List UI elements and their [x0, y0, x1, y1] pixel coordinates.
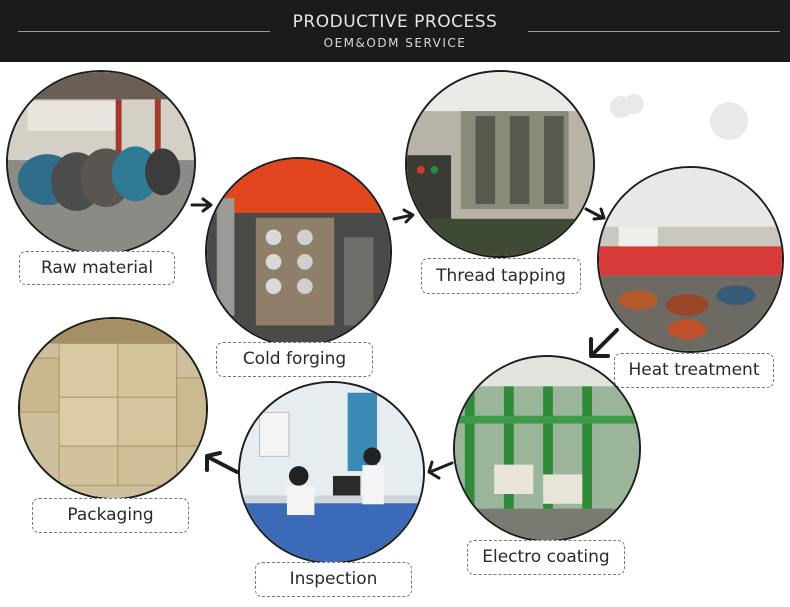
step-label-heat-treatment: Heat treatment: [614, 353, 774, 388]
arrow-left-icon: [427, 460, 454, 480]
step-label-inspection: Inspection: [255, 562, 412, 597]
step-label-cold-forging: Cold forging: [216, 342, 373, 377]
arrow-right-icon: [392, 208, 415, 224]
header-rule-left: [18, 31, 270, 32]
arrow-down-left-icon: [589, 328, 619, 358]
photo-heat-treatment: [597, 166, 784, 353]
photo-electro-coating: [453, 355, 641, 542]
step-label-thread-tapping: Thread tapping: [421, 258, 581, 294]
photo-cold-forging: [205, 157, 392, 347]
photo-thread-tapping: [405, 70, 595, 258]
header-rule-right: [528, 31, 780, 32]
page-title: PRODUCTIVE PROCESS: [292, 12, 498, 32]
decor-dot: [624, 94, 644, 114]
step-label-raw-material: Raw material: [19, 251, 175, 285]
photo-packaging: [18, 317, 208, 500]
photo-raw-material: [6, 70, 196, 255]
page-subtitle: OEM&ODM SERVICE: [323, 36, 467, 50]
photo-inspection: [238, 381, 425, 564]
arrow-left-icon: [205, 451, 239, 474]
arrow-right-icon: [190, 197, 213, 213]
arrow-right-icon: [584, 207, 606, 221]
step-label-packaging: Packaging: [32, 498, 189, 533]
step-label-electro-coating: Electro coating: [467, 540, 625, 575]
header-banner: PRODUCTIVE PROCESS OEM&ODM SERVICE: [0, 0, 790, 62]
decor-dot: [710, 102, 748, 140]
